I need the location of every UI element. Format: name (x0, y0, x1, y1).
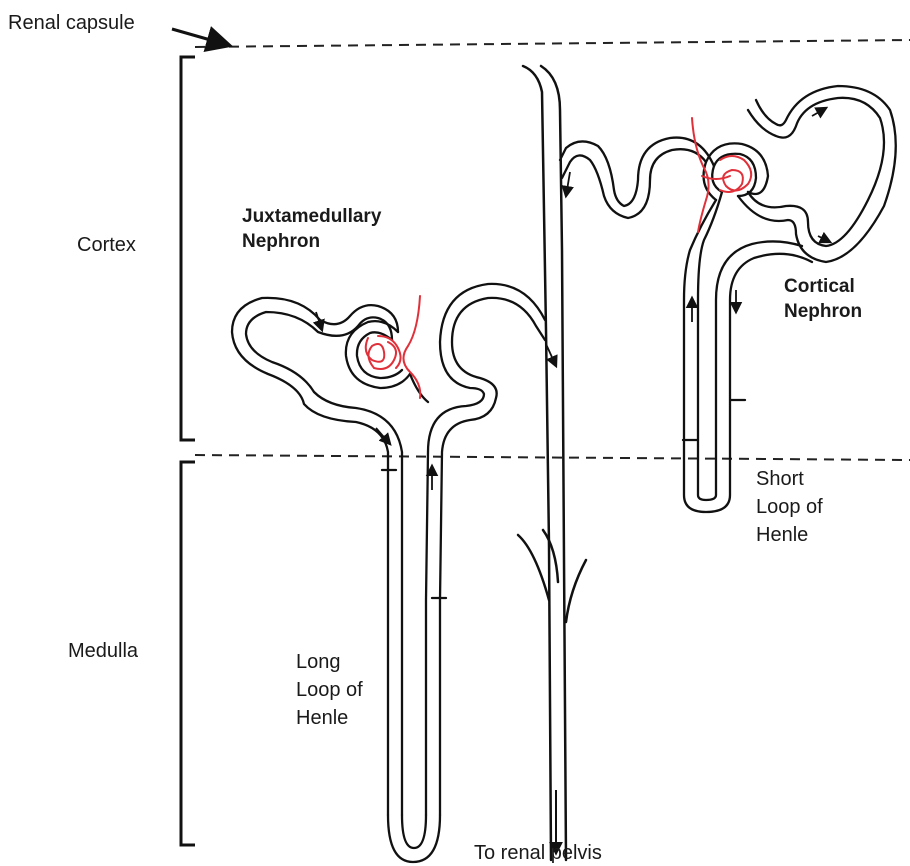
juxtamedullary-nephron (232, 284, 545, 862)
label-long-loop-of-henle: Long Loop of Henle (296, 648, 363, 732)
label-medulla: Medulla (68, 638, 138, 664)
label-short-loop-of-henle: Short Loop of Henle (756, 465, 823, 549)
long-loop-line-3: Henle (296, 704, 363, 732)
juxtamedullary-line-2: Nephron (242, 230, 381, 255)
short-loop-line-2: Loop of (756, 493, 823, 521)
collecting-duct (518, 66, 586, 860)
cortex-bracket (181, 57, 195, 440)
capsule-pointer-arrow (172, 29, 228, 45)
label-renal-capsule: Renal capsule (8, 10, 135, 36)
medulla-bracket (181, 462, 195, 845)
long-loop-line-1: Long (296, 648, 363, 676)
glomerulus-cortical (692, 118, 751, 232)
short-loop-line-1: Short (756, 465, 823, 493)
cortex-medulla-boundary (195, 455, 910, 460)
label-cortex: Cortex (77, 232, 136, 258)
cortical-line-1: Cortical (784, 275, 862, 300)
juxtamedullary-line-1: Juxtamedullary (242, 205, 381, 230)
label-juxtamedullary-nephron: Juxtamedullary Nephron (242, 205, 381, 254)
label-to-renal-pelvis: To renal pelvis (474, 840, 602, 866)
long-loop-line-2: Loop of (296, 676, 363, 704)
cortical-line-2: Nephron (784, 300, 862, 325)
short-loop-line-3: Henle (756, 521, 823, 549)
label-cortical-nephron: Cortical Nephron (784, 275, 862, 324)
glomerulus-juxtamedullary (366, 296, 421, 398)
capsule-boundary (195, 40, 910, 47)
